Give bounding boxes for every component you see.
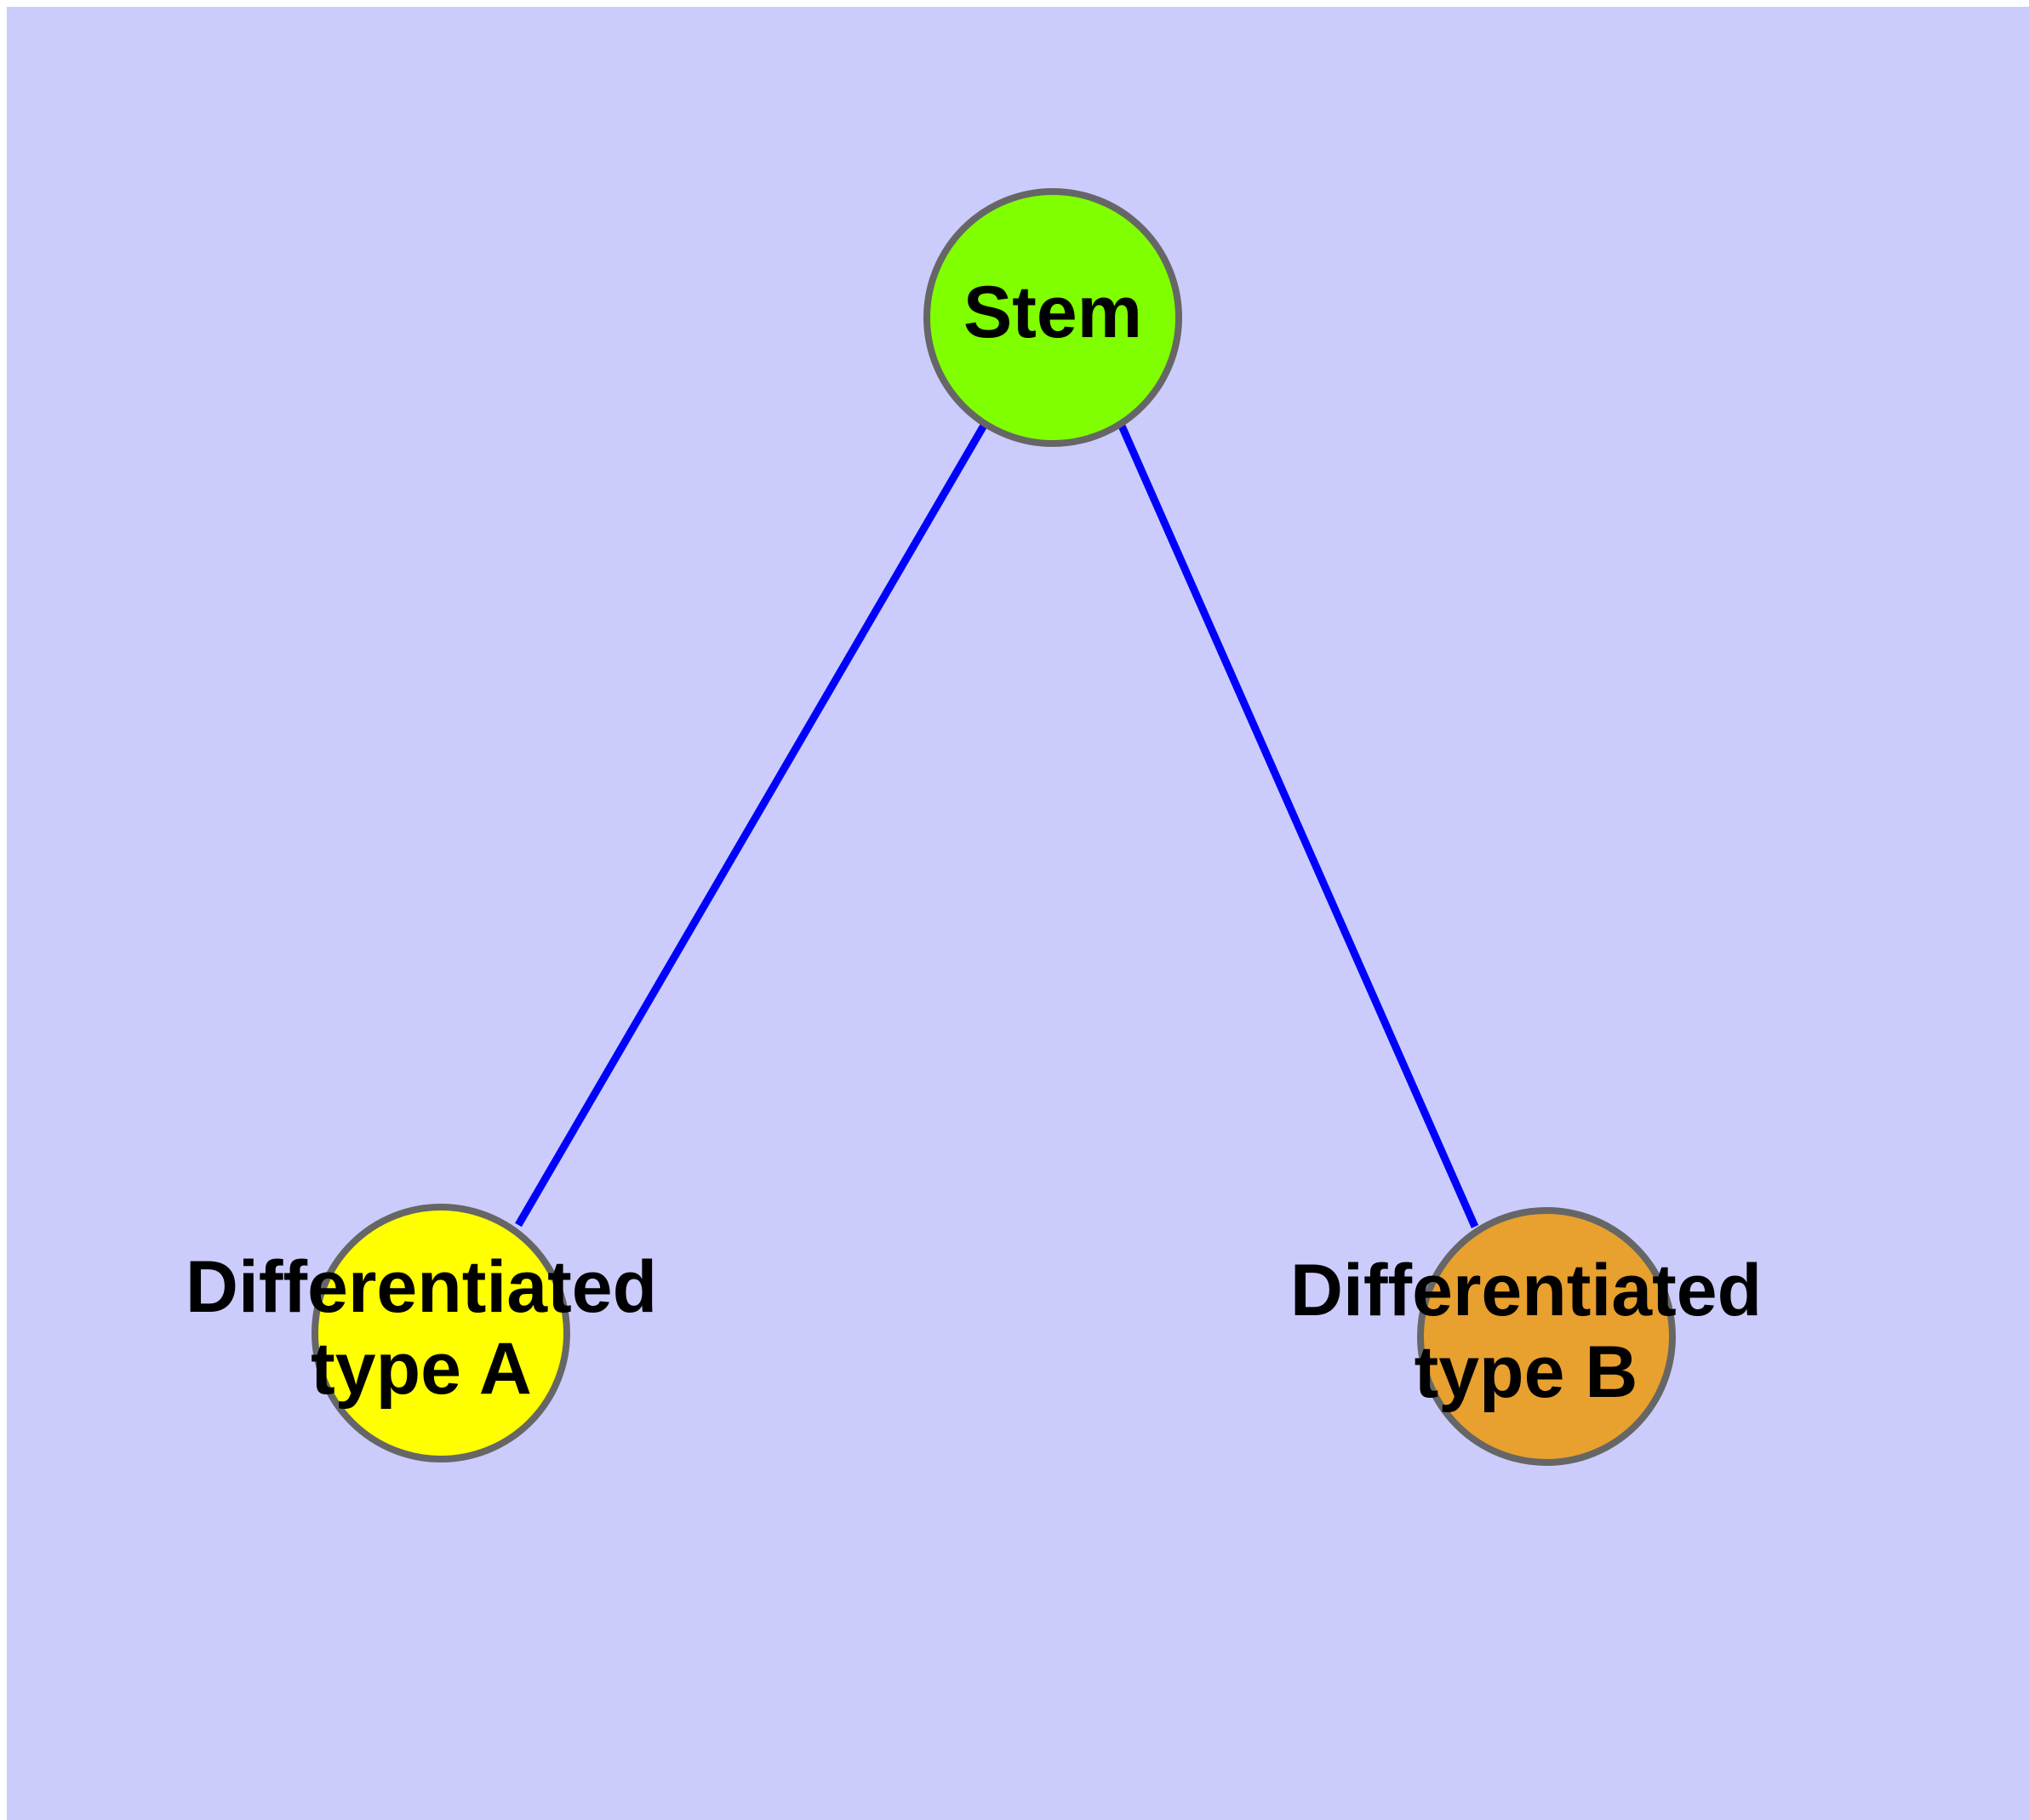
graph-node-label-line: type A bbox=[311, 1328, 532, 1410]
graph-node-stem[interactable] bbox=[923, 188, 1182, 447]
graph-node-label-line: type B bbox=[1415, 1331, 1638, 1413]
graph-node-diff_b[interactable] bbox=[1417, 1207, 1676, 1466]
graph-node-label-line: Stem bbox=[963, 272, 1142, 353]
graph-node-label-line: Differentiated bbox=[1290, 1250, 1762, 1331]
graph-node-diff_a[interactable] bbox=[311, 1204, 570, 1462]
graph-node-label-line: Differentiated bbox=[186, 1246, 657, 1328]
graph-node-label-stem: Stem bbox=[963, 272, 1142, 353]
graph-edge-stem-diff_b bbox=[1117, 422, 1479, 1228]
edges-layer bbox=[515, 421, 1479, 1228]
graph-edge-stem-diff_a bbox=[515, 421, 988, 1228]
nodes-layer bbox=[311, 188, 1676, 1466]
